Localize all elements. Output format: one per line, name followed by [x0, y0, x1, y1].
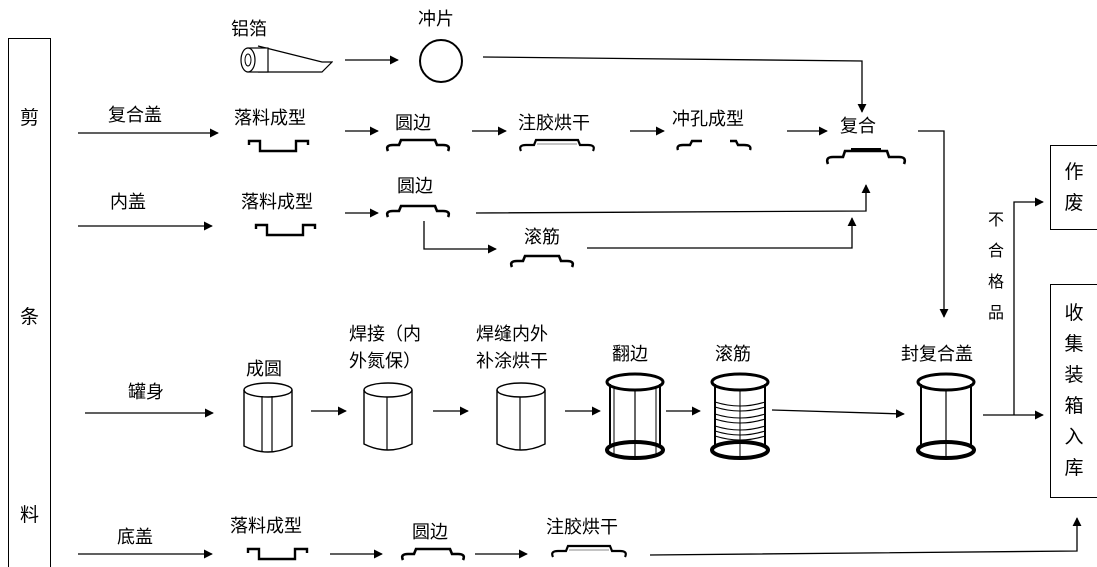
- composite-step-4-label: 冲孔成型: [672, 109, 744, 130]
- scrap-char-1: 作: [1064, 160, 1084, 183]
- punch-label: 冲片: [418, 9, 454, 30]
- scrap-box: 作 废: [1050, 145, 1097, 230]
- foil-roll-icon: [240, 45, 333, 73]
- composite-join-label: 复合: [840, 116, 876, 137]
- bottom-blank-lid-icon: [246, 547, 309, 561]
- sealed-can-icon: [916, 372, 976, 460]
- composite-step-2-label: 圆边: [395, 113, 431, 134]
- coated-cylinder-icon: [496, 382, 546, 451]
- store-char-2: 集: [1064, 333, 1084, 355]
- store-char-1: 收: [1064, 302, 1084, 324]
- inner-lid-label: 内盖: [110, 192, 146, 213]
- composite-lid-label: 复合盖: [108, 105, 162, 126]
- inner-curled-lid-icon: [385, 204, 451, 218]
- arrow-b5: [771, 409, 905, 419]
- arrow-inner-to-composite: [475, 184, 871, 214]
- cut-strip-char-1: 剪: [19, 107, 39, 129]
- reject-char-4: 品: [987, 303, 1004, 322]
- foil-label: 铝箔: [231, 19, 267, 40]
- body-step-3-label-line1: 焊缝内外: [476, 324, 548, 345]
- cut-strip-char-3: 料: [19, 504, 39, 526]
- arrow-i2: [423, 221, 497, 254]
- body-step-3-label-line2: 补涂烘干: [476, 351, 548, 372]
- arrow-bead-to-composite: [587, 217, 857, 249]
- arrow-punch-to-composite: [482, 56, 867, 113]
- reject-label: 不 合 格 品: [985, 212, 1007, 321]
- body-step-4-label: 翻边: [612, 344, 648, 365]
- inner-step-3-label: 滚筋: [524, 227, 560, 248]
- reject-char-2: 合: [987, 241, 1004, 260]
- bottom-step-1-label: 落料成型: [230, 516, 302, 537]
- beaded-cylinder-icon: [710, 372, 770, 460]
- punched-lid-icon: [676, 139, 752, 151]
- bottom-step-2-label: 圆边: [412, 522, 448, 543]
- arrow-reject: [1013, 197, 1044, 415]
- reject-char-1: 不: [987, 210, 1004, 229]
- body-step-1-label: 成圆: [246, 359, 282, 380]
- arrow-bottom-to-final: [649, 517, 1082, 556]
- blank-lid-icon: [247, 139, 310, 153]
- rolled-cylinder-icon: [243, 382, 293, 453]
- store-char-5: 入: [1064, 426, 1084, 448]
- composite-step-3-label: 注胶烘干: [518, 113, 590, 134]
- bottom-step-3-label: 注胶烘干: [546, 517, 618, 538]
- body-step-2-label-line1: 焊接（内: [349, 324, 421, 345]
- flanged-cylinder-icon: [605, 372, 665, 460]
- collect-pack-store-box: 收 集 装 箱 入 库: [1050, 284, 1097, 498]
- bottom-glued-lid-icon: [551, 544, 627, 558]
- disc-icon: [419, 39, 463, 83]
- cut-strip-box: 剪 条 料: [8, 38, 51, 567]
- inner-blank-lid-icon: [254, 223, 317, 237]
- store-char-6: 库: [1064, 457, 1084, 479]
- cut-strip-char-2: 条: [19, 305, 39, 328]
- composite-lid-icon: [825, 148, 907, 165]
- beaded-lid-icon: [509, 254, 575, 268]
- reject-char-3: 格: [987, 272, 1004, 291]
- body-step-5-label: 滚筋: [715, 344, 751, 365]
- seal-composite-lid-label: 封复合盖: [901, 344, 973, 365]
- bottom-curled-lid-icon: [400, 547, 466, 561]
- arrow-composite-to-seal: [918, 130, 949, 318]
- can-body-label: 罐身: [128, 382, 164, 403]
- body-step-2-label-line2: 外氮保）: [349, 351, 421, 372]
- welded-cylinder-icon: [363, 382, 413, 451]
- composite-step-1-label: 落料成型: [234, 108, 306, 129]
- curled-lid-icon: [385, 138, 451, 152]
- bottom-lid-label: 底盖: [117, 527, 153, 548]
- store-char-3: 装: [1064, 364, 1084, 386]
- inner-step-1-label: 落料成型: [241, 192, 313, 213]
- inner-step-2-label: 圆边: [397, 176, 433, 197]
- store-char-4: 箱: [1064, 395, 1084, 417]
- glued-lid-icon: [519, 138, 595, 152]
- scrap-char-2: 废: [1064, 191, 1084, 214]
